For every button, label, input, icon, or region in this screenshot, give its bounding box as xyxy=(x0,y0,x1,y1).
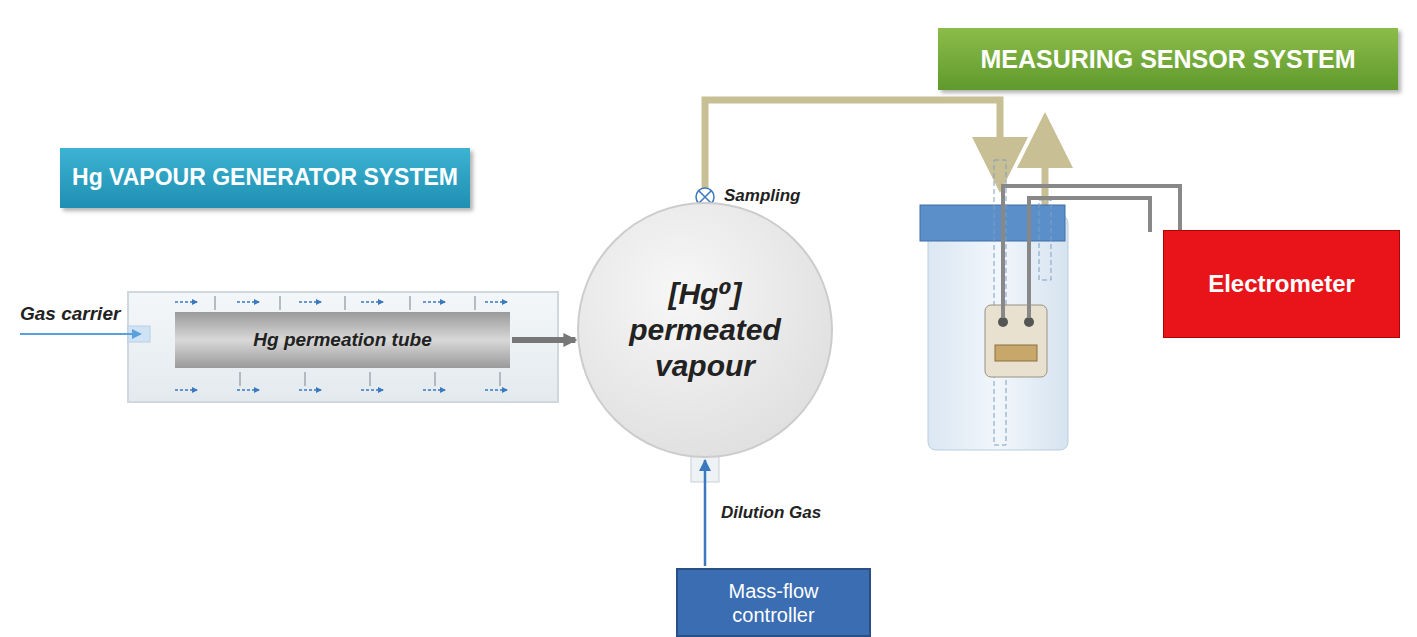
node-text: [Hg⁰] permeated vapour xyxy=(610,276,800,384)
section-band: MEASURING SENSOR SYSTEM xyxy=(938,28,1398,90)
node-text: Electrometer xyxy=(1208,270,1355,299)
flow-arrow xyxy=(512,337,575,343)
node-text: Hg permeation tube xyxy=(253,329,431,352)
cell-cap xyxy=(920,205,1065,241)
electrode-wire xyxy=(1003,186,1180,318)
flow-label: Gas carrier xyxy=(20,303,120,325)
sensor-element xyxy=(985,305,1047,377)
electrometer-box: Electrometer xyxy=(1163,230,1400,338)
node-text: MEASURING SENSOR SYSTEM xyxy=(980,44,1355,74)
section-band: Hg VAPOUR GENERATOR SYSTEM xyxy=(60,148,470,208)
permeation-tube: Hg permeation tube xyxy=(175,312,510,368)
flow-arrow xyxy=(704,460,707,566)
permeation-housing xyxy=(128,292,558,402)
valve-label: Sampling xyxy=(724,186,801,206)
sampling-pipe xyxy=(705,100,1000,188)
edge-label: Dilution Gas xyxy=(721,503,821,523)
node-text: Hg VAPOUR GENERATOR SYSTEM xyxy=(72,164,458,192)
carrier-arrow xyxy=(20,333,140,335)
controller-box: Mass-flow controller xyxy=(676,568,871,637)
node-text: Mass-flow controller xyxy=(699,579,849,627)
sensor-film xyxy=(995,345,1037,361)
outlet-tube xyxy=(1039,200,1051,280)
vapour-chamber: [Hg⁰] permeated vapour xyxy=(577,202,833,458)
sensor-vessel xyxy=(928,215,1068,450)
electrode-wire xyxy=(1029,198,1150,318)
